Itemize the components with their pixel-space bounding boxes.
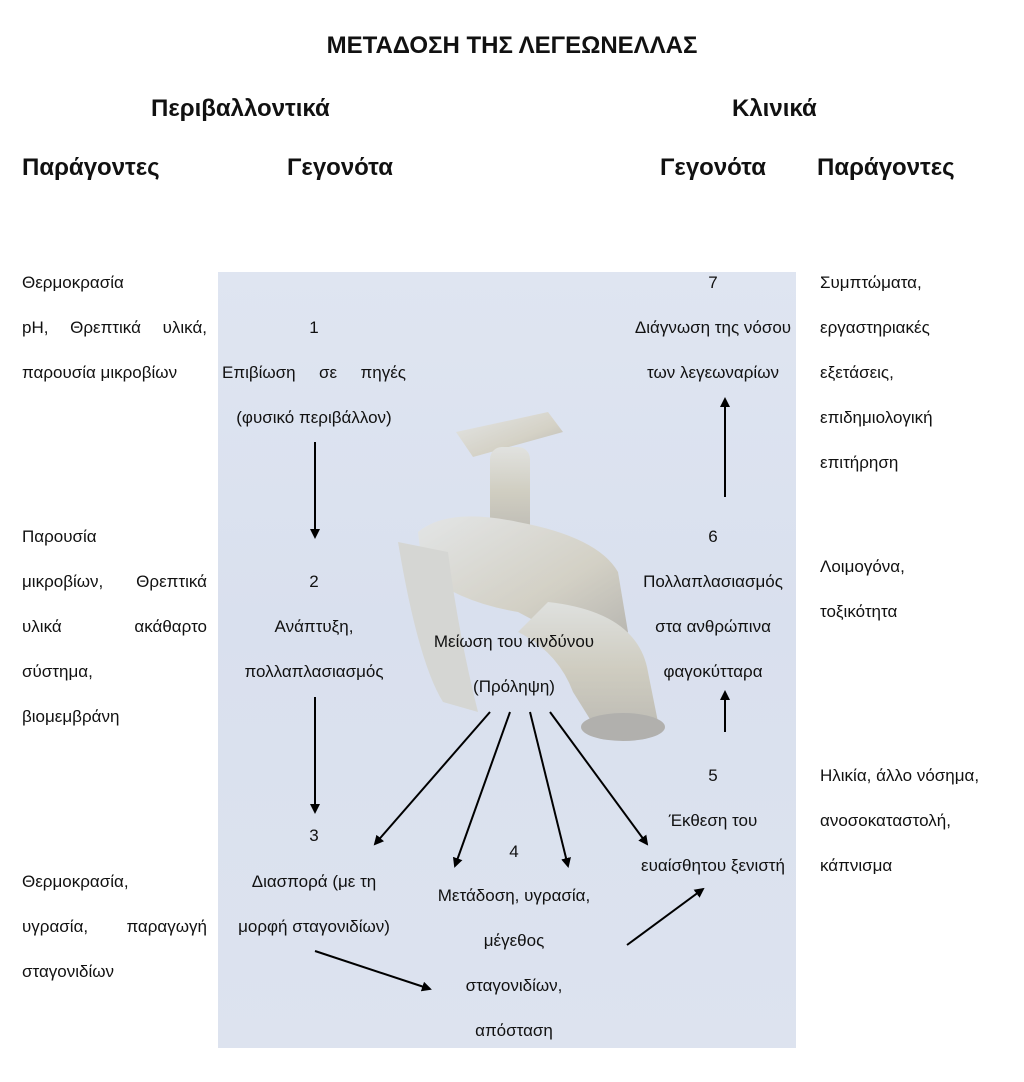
water-tap-icon [398, 412, 665, 741]
event-3-line-2: μορφή σταγονιδίων) [238, 917, 390, 936]
right-factor-1-line-1: Συμπτώματα, [820, 273, 922, 292]
event-1-number: 1 [309, 318, 319, 337]
left-factor-2-line-5: βιομεμβράνη [22, 707, 120, 726]
event-2-number: 2 [309, 572, 319, 591]
event-7-line-1: Διάγνωση της νόσου [634, 318, 792, 337]
event-7-number: 7 [708, 273, 718, 292]
event-6-line-3: φαγοκύτταρα [663, 662, 763, 681]
right-factor-3-line-1: Ηλικία, άλλο νόσημα, [820, 766, 980, 785]
header-events-left: Γεγονότα [287, 154, 393, 181]
left-factor-2-line-2: μικροβίων, Θρεπτικά [22, 572, 207, 591]
prevention-line-2: (Πρόληψη) [473, 677, 555, 696]
event-4-line-1: Μετάδοση, υγρασία, [437, 886, 591, 905]
left-factor-1-line-1: Θερμοκρασία [22, 273, 124, 292]
header-events-right: Γεγονότα [660, 154, 766, 181]
right-factor-1-line-4: επιδημιολογική [820, 408, 933, 427]
event-5-number: 5 [708, 766, 718, 785]
event-1-line-2: (φυσικό περιβάλλον) [236, 408, 392, 427]
right-factor-3-line-2: ανοσοκαταστολή, [820, 811, 951, 830]
left-factor-1-line-2: pH, Θρεπτικά υλικά, [22, 318, 207, 337]
event-3-number: 3 [309, 826, 319, 845]
event-4-line-2: μέγεθος [483, 931, 545, 950]
diagram-title: ΜΕΤΑΔΟΣΗ ΤΗΣ ΛΕΓΕΩΝΕΛΛΑΣ [326, 32, 698, 59]
event-6-line-1: Πολλαπλασιασμός [643, 572, 783, 591]
event-2-line-2: πολλαπλασιασμός [244, 662, 384, 681]
left-factor-2-line-4: σύστημα, [22, 662, 93, 681]
event-4-line-4: απόσταση [475, 1021, 553, 1040]
event-6-number: 6 [708, 527, 718, 546]
left-factor-3-line-2: υγρασία, παραγωγή [22, 917, 207, 936]
event-5-line-1: Έκθεση του [668, 811, 758, 830]
right-factor-1-line-2: εργαστηριακές [820, 318, 930, 337]
event-1-line-1: Επιβίωση σε πηγές [222, 363, 406, 382]
right-factor-1-line-5: επιτήρηση [820, 453, 899, 472]
event-5-line-2: ευαίσθητου ξενιστή [641, 856, 785, 875]
left-factor-3-line-1: Θερμοκρασία, [22, 872, 129, 891]
left-factor-2-line-3: υλικά ακάθαρτο [22, 617, 207, 636]
right-factor-1-line-3: εξετάσεις, [820, 363, 894, 382]
header-environmental: Περιβαλλοντικά [151, 95, 330, 122]
header-factors-right: Παράγοντες [817, 154, 955, 181]
left-factor-1-line-3: παρουσία μικροβίων [22, 363, 178, 382]
events-panel [218, 272, 796, 1048]
right-factor-2-line-2: τοξικότητα [820, 602, 898, 621]
event-2-line-1: Ανάπτυξη, [274, 617, 354, 636]
left-factor-3-line-3: σταγονιδίων [22, 962, 115, 981]
event-4-number: 4 [509, 842, 519, 861]
prevention-line-1: Μείωση του κινδύνου [433, 632, 595, 651]
event-4-line-3: σταγονιδίων, [465, 976, 563, 995]
header-factors-left: Παράγοντες [22, 154, 160, 181]
event-3-line-1: Διασπορά (με τη [251, 872, 377, 891]
left-factor-2-line-1: Παρουσία [22, 527, 97, 546]
right-factor-2-line-1: Λοιμογόνα, [820, 557, 905, 576]
right-factor-3-line-3: κάπνισμα [820, 856, 893, 875]
event-7-line-2: των λεγεωναρίων [647, 363, 779, 382]
header-clinical: Κλινικά [732, 95, 817, 122]
event-6-line-2: στα ανθρώπινα [655, 617, 771, 636]
